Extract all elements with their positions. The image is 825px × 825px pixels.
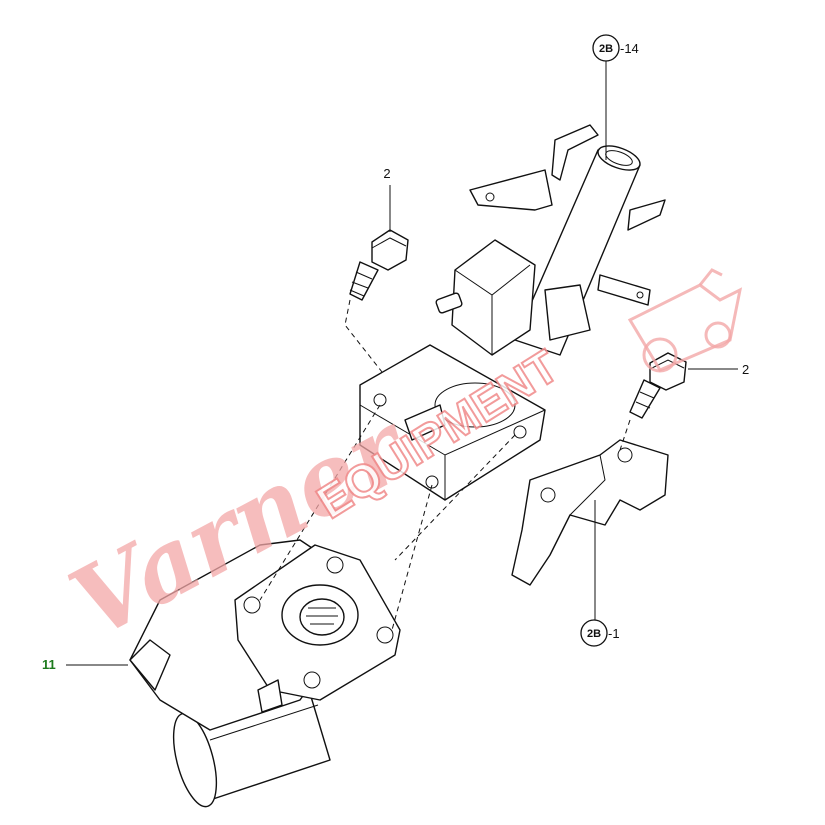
callout-bracket-ref: 2B -1: [580, 500, 620, 647]
callout-column-ref-circle: 2B: [599, 43, 613, 55]
callout-bolt-right-label: 2: [742, 362, 749, 377]
callout-bracket-ref-circle: 2B: [587, 628, 601, 640]
callout-bolt-top: 2: [383, 166, 391, 232]
callout-orbital-unit-label: 11: [42, 657, 56, 672]
callout-orbital-unit: 11: [42, 657, 128, 672]
callout-column-ref-suffix: -14: [620, 41, 639, 56]
callout-column-ref: 2B -14: [592, 34, 639, 160]
assembly-lines: [259, 299, 631, 631]
tractor-logo: [627, 268, 743, 373]
mounting-bracket: [511, 439, 669, 586]
callout-bolt-right: 2: [688, 362, 749, 377]
bolt-top: [349, 229, 409, 301]
ref-circle-icon: [580, 619, 608, 647]
callout-bolt-top-label: 2: [383, 166, 390, 181]
steering-column: [359, 124, 666, 501]
callout-bracket-ref-suffix: -1: [608, 626, 620, 641]
orbital-unit: [129, 539, 401, 808]
